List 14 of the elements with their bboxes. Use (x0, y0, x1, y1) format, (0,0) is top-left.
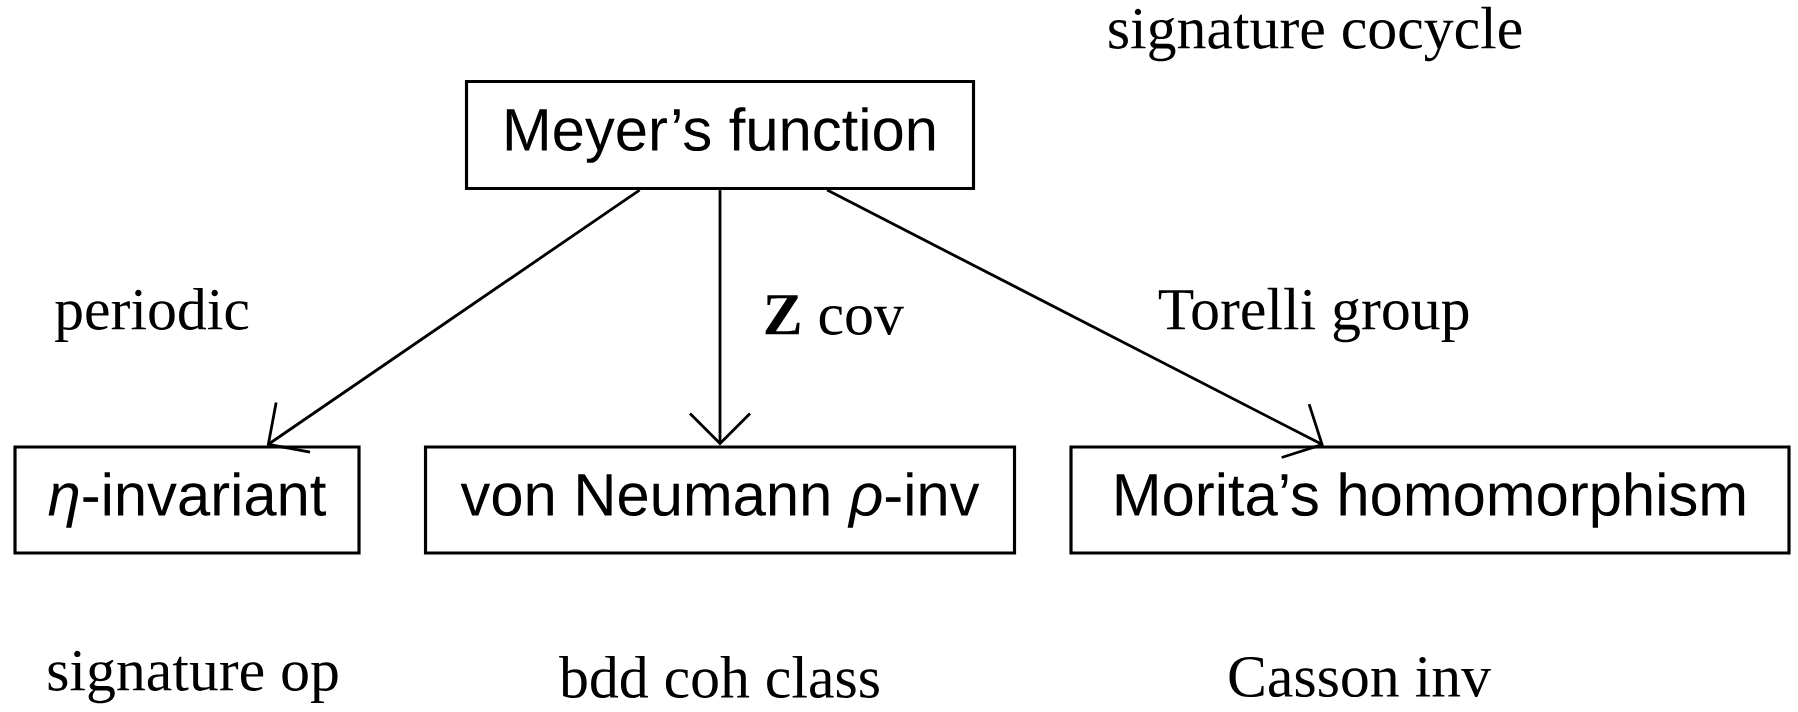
concept-box: Morita’s homomorphism (1069, 445, 1791, 555)
annotation-text: bdd coh class (559, 656, 879, 699)
arrow (826, 188, 1324, 459)
edge-label: periodic (47, 280, 257, 350)
concept-box: von Neumann ρ-inv (423, 445, 1017, 555)
edge-label: Torelli group (1150, 280, 1478, 350)
arrow (266, 188, 641, 454)
annotation-text: signature op (48, 650, 338, 704)
concept-box: η-invariant (13, 445, 361, 555)
annotation-text: Casson inv (1229, 656, 1491, 698)
arrow (689, 190, 751, 446)
annotation-text: signature cocycle (1109, 6, 1522, 62)
edge-label: Z cov (755, 288, 911, 342)
concept-box: Meyer’s function (464, 79, 976, 191)
